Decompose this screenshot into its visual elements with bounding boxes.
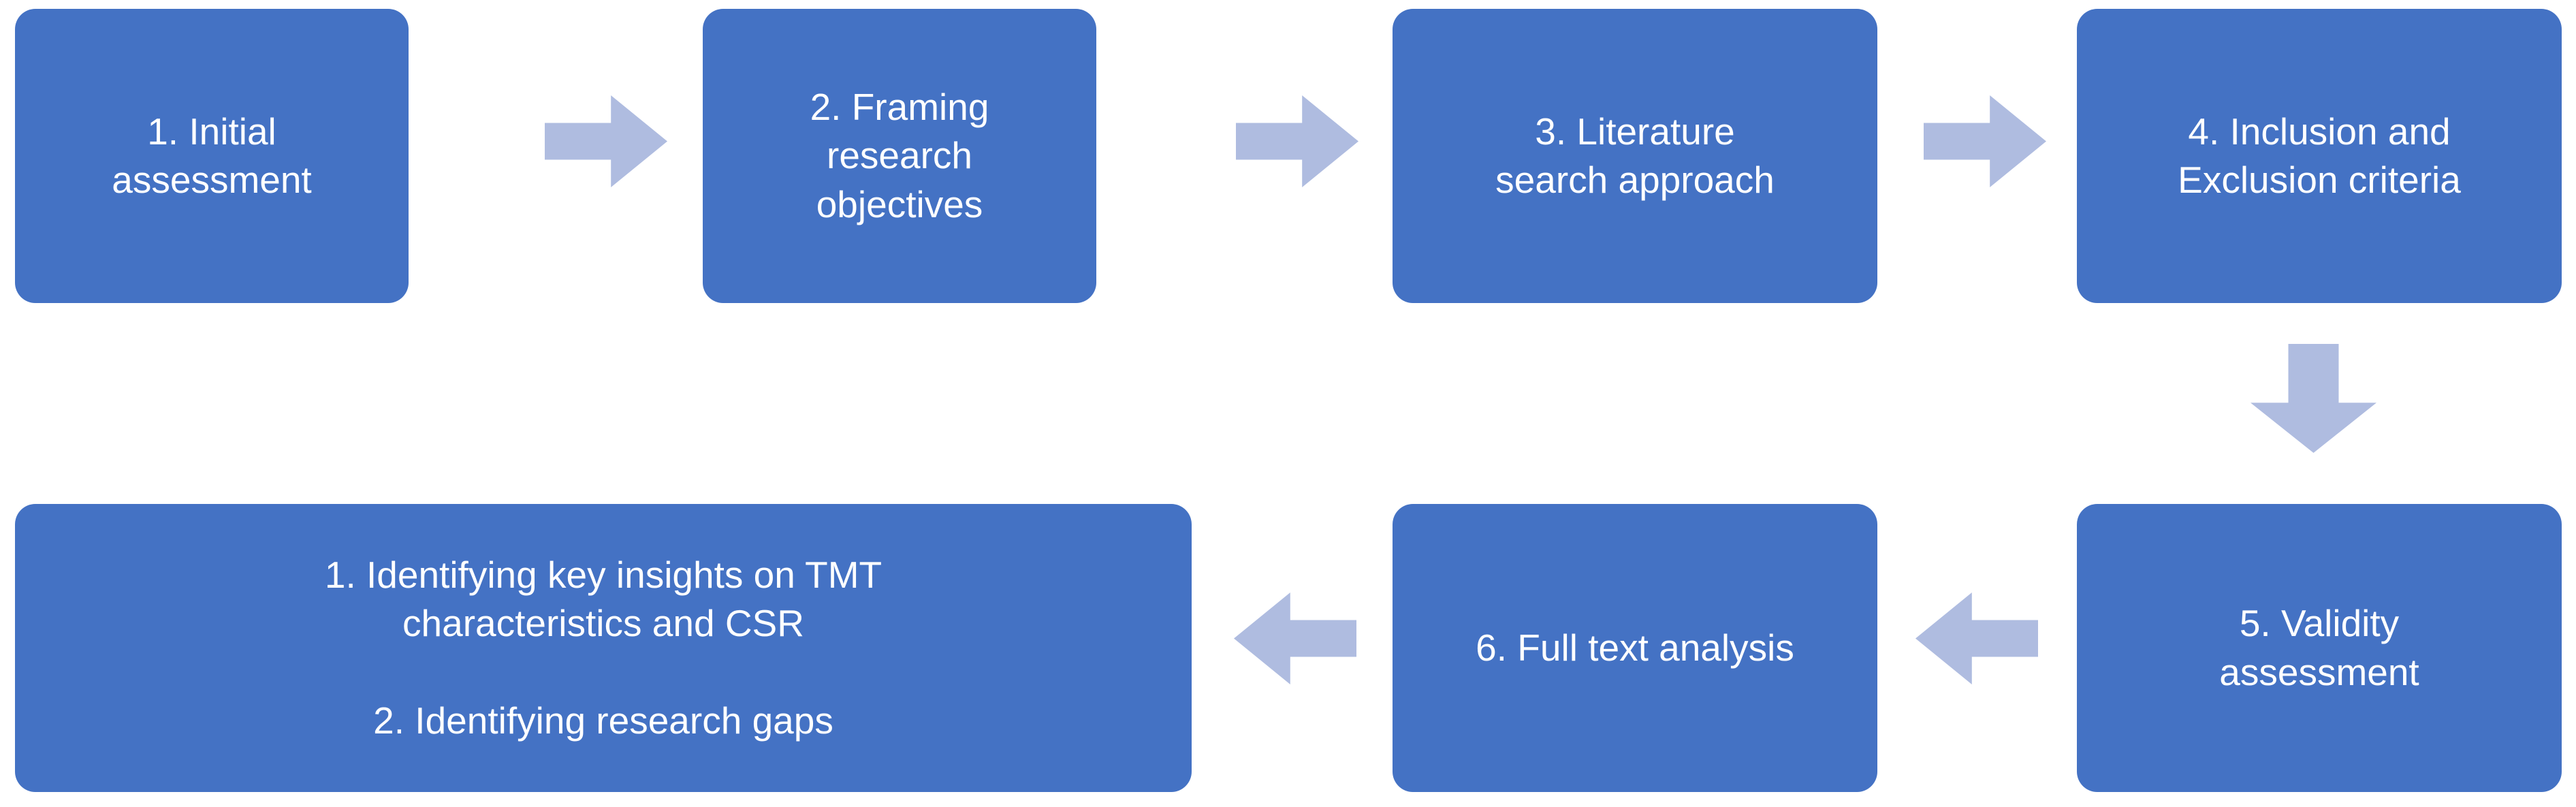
- process-node-outcomes[interactable]: 1. Identifying key insights on TMT chara…: [15, 504, 1192, 792]
- arrow-right-icon-3-to-4: [1924, 95, 2046, 187]
- process-node-literature-search-approach[interactable]: 3. Literature search approach: [1393, 9, 1877, 303]
- node-label: 3. Literature search approach: [1495, 110, 1775, 202]
- process-node-full-text-analysis[interactable]: 6. Full text analysis: [1393, 504, 1877, 792]
- node-label: 2. Framing research objectives: [810, 85, 989, 225]
- node-label: 1. Identifying key insights on TMT chara…: [324, 553, 882, 742]
- process-node-framing-research-objectives[interactable]: 2. Framing research objectives: [703, 9, 1096, 303]
- process-node-initial-assessment[interactable]: 1. Initial assessment: [15, 9, 409, 303]
- arrow-right-icon-2-to-3: [1236, 95, 1358, 187]
- process-node-inclusion-exclusion-criteria[interactable]: 4. Inclusion and Exclusion criteria: [2077, 9, 2562, 303]
- arrow-down-icon-4-to-5: [2251, 344, 2376, 453]
- arrow-left-icon-6-to-7: [1234, 592, 1356, 684]
- process-node-validity-assessment[interactable]: 5. Validity assessment: [2077, 504, 2562, 792]
- arrow-left-icon-5-to-6: [1915, 592, 2038, 684]
- node-label: 5. Validity assessment: [2219, 602, 2419, 693]
- node-label: 6. Full text analysis: [1476, 626, 1794, 669]
- node-label: 4. Inclusion and Exclusion criteria: [2178, 110, 2461, 202]
- node-label: 1. Initial assessment: [112, 110, 312, 202]
- arrow-right-icon-1-to-2: [545, 95, 667, 187]
